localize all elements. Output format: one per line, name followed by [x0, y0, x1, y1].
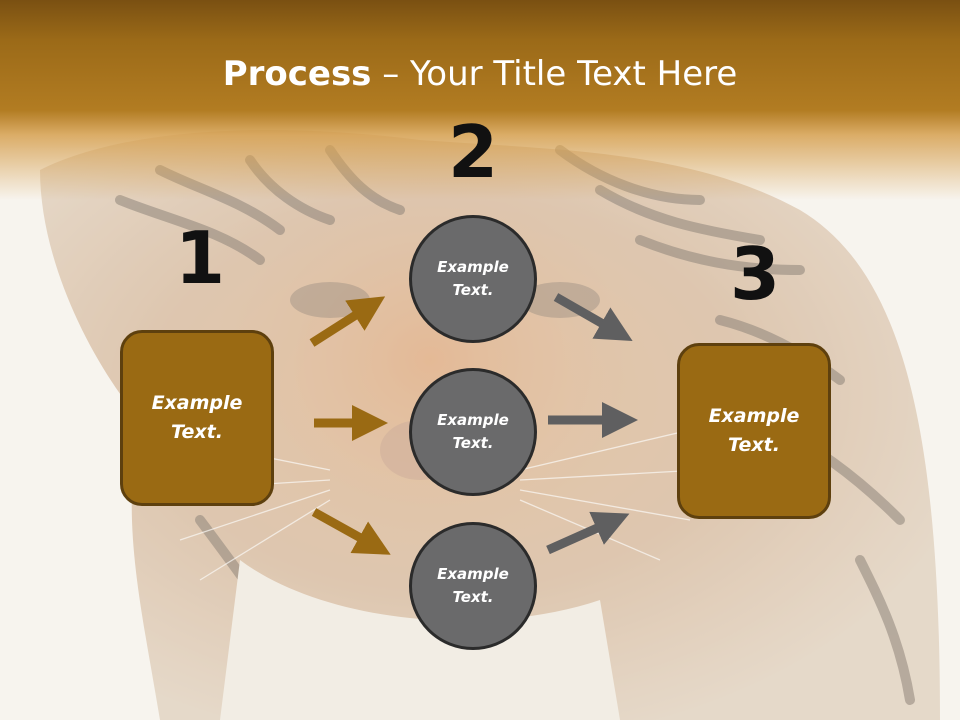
step-2-circle-top[interactable]: Example Text.	[409, 215, 537, 343]
header-band	[0, 0, 960, 200]
step-1-box[interactable]: Example Text.	[120, 330, 274, 506]
step-2-circle-middle[interactable]: Example Text.	[409, 368, 537, 496]
step-number-2: 2	[448, 110, 499, 194]
step-1-text: Example Text.	[151, 392, 243, 443]
step-2-circle-bottom[interactable]: Example Text.	[409, 522, 537, 650]
page-title: Process – Your Title Text Here	[0, 52, 960, 96]
circle-text: Example Text.	[437, 258, 509, 299]
step-number-1: 1	[175, 216, 226, 300]
circle-text: Example Text.	[437, 411, 509, 452]
title-bold: Process	[222, 54, 372, 94]
circle-text: Example Text.	[437, 565, 509, 606]
step-number-3: 3	[730, 232, 781, 316]
title-rest: – Your Title Text Here	[371, 54, 738, 94]
step-3-text: Example Text.	[708, 405, 800, 456]
step-3-box[interactable]: Example Text.	[677, 343, 831, 519]
